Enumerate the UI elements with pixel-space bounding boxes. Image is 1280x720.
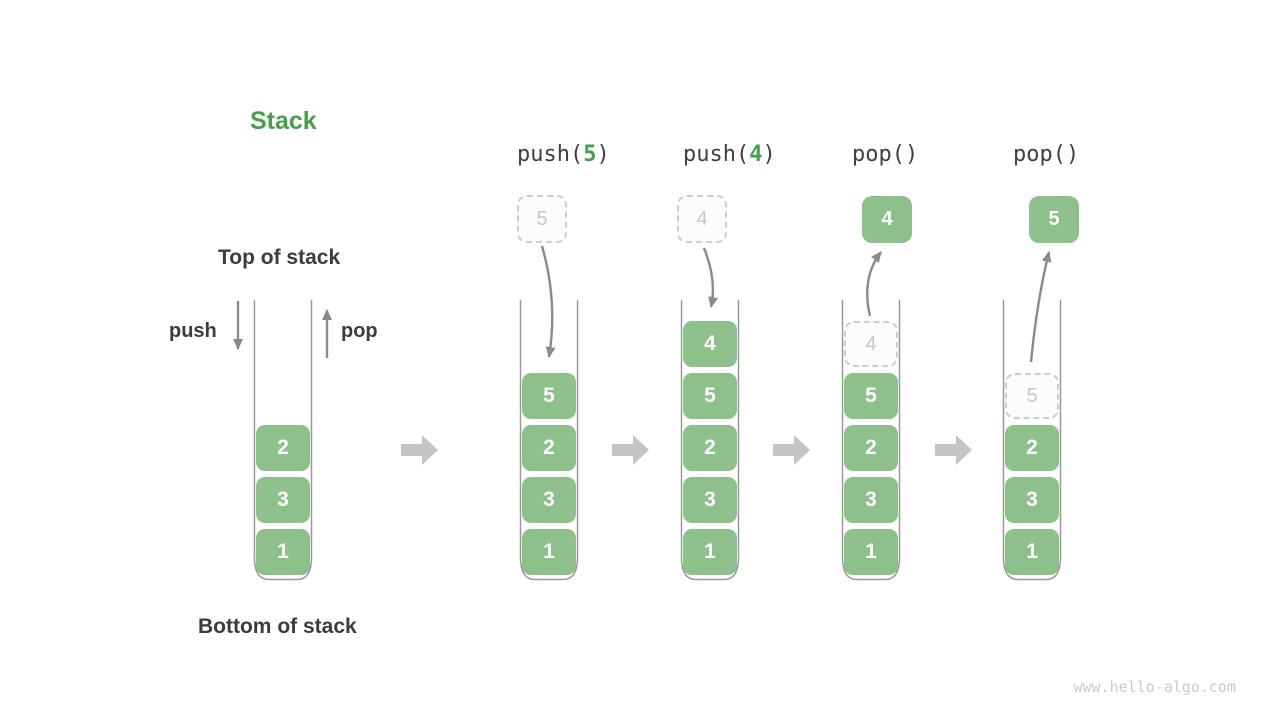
stack-cell: 1 bbox=[844, 529, 898, 575]
top-of-stack-label: Top of stack bbox=[218, 246, 341, 269]
push-label: push bbox=[169, 320, 217, 342]
step-arrow-icon bbox=[612, 435, 649, 465]
step-arrow-icon bbox=[935, 435, 972, 465]
op-arg: 4 bbox=[749, 142, 763, 167]
stack-cell: 1 bbox=[1005, 529, 1059, 575]
stack-cell: 1 bbox=[256, 529, 310, 575]
step-arrow-icon bbox=[773, 435, 810, 465]
push-curve-arrow-icon bbox=[702, 247, 719, 308]
op-arg: 5 bbox=[583, 142, 597, 167]
stack-cell: 3 bbox=[256, 477, 310, 523]
stack-cell: 5 bbox=[844, 373, 898, 419]
page-title: Stack bbox=[250, 107, 317, 135]
stack-cell: 4 bbox=[683, 321, 737, 367]
stack-cell: 3 bbox=[522, 477, 576, 523]
incoming-element-box: 5 bbox=[517, 195, 567, 243]
pop-curve-arrow-icon bbox=[1029, 251, 1052, 363]
op-fn: push( bbox=[517, 142, 584, 167]
step-arrow-icon bbox=[401, 435, 438, 465]
operation-label: push(4) bbox=[683, 142, 776, 167]
op-close: ) bbox=[762, 142, 776, 167]
bottom-of-stack-label: Bottom of stack bbox=[198, 615, 357, 638]
stack-cell: 5 bbox=[522, 373, 576, 419]
stack-cell: 3 bbox=[683, 477, 737, 523]
stack-container bbox=[253, 300, 313, 581]
pop-label: pop bbox=[341, 320, 378, 342]
stack-cell: 2 bbox=[844, 425, 898, 471]
incoming-element-box: 4 bbox=[677, 195, 727, 243]
stack-container bbox=[1002, 300, 1062, 581]
stack-cell: 1 bbox=[683, 529, 737, 575]
push-curve-arrow-icon bbox=[540, 245, 556, 358]
stack-cell: 2 bbox=[256, 425, 310, 471]
op-fn: push( bbox=[683, 142, 750, 167]
popped-element-box: 5 bbox=[1029, 196, 1079, 243]
stack-cell: 2 bbox=[1005, 425, 1059, 471]
pop-curve-arrow-icon bbox=[866, 251, 882, 317]
stack-container bbox=[680, 300, 740, 581]
stack-cell: 3 bbox=[844, 477, 898, 523]
op-fn: pop() bbox=[1013, 142, 1080, 167]
stack-cell: 2 bbox=[522, 425, 576, 471]
operation-label: push(5) bbox=[517, 142, 610, 167]
stack-cell: 2 bbox=[683, 425, 737, 471]
operation-label: pop() bbox=[852, 142, 918, 167]
ghost-cell: 4 bbox=[844, 321, 898, 367]
stack-container bbox=[519, 300, 579, 581]
watermark: www.hello-algo.com bbox=[1073, 678, 1236, 696]
stack-container bbox=[841, 300, 901, 581]
stack-cell: 5 bbox=[683, 373, 737, 419]
stack-cell: 1 bbox=[522, 529, 576, 575]
op-close: ) bbox=[596, 142, 610, 167]
stack-cell: 3 bbox=[1005, 477, 1059, 523]
ghost-cell: 5 bbox=[1005, 373, 1059, 419]
popped-element-box: 4 bbox=[862, 196, 912, 243]
op-fn: pop() bbox=[852, 142, 919, 167]
operation-label: pop() bbox=[1013, 142, 1079, 167]
